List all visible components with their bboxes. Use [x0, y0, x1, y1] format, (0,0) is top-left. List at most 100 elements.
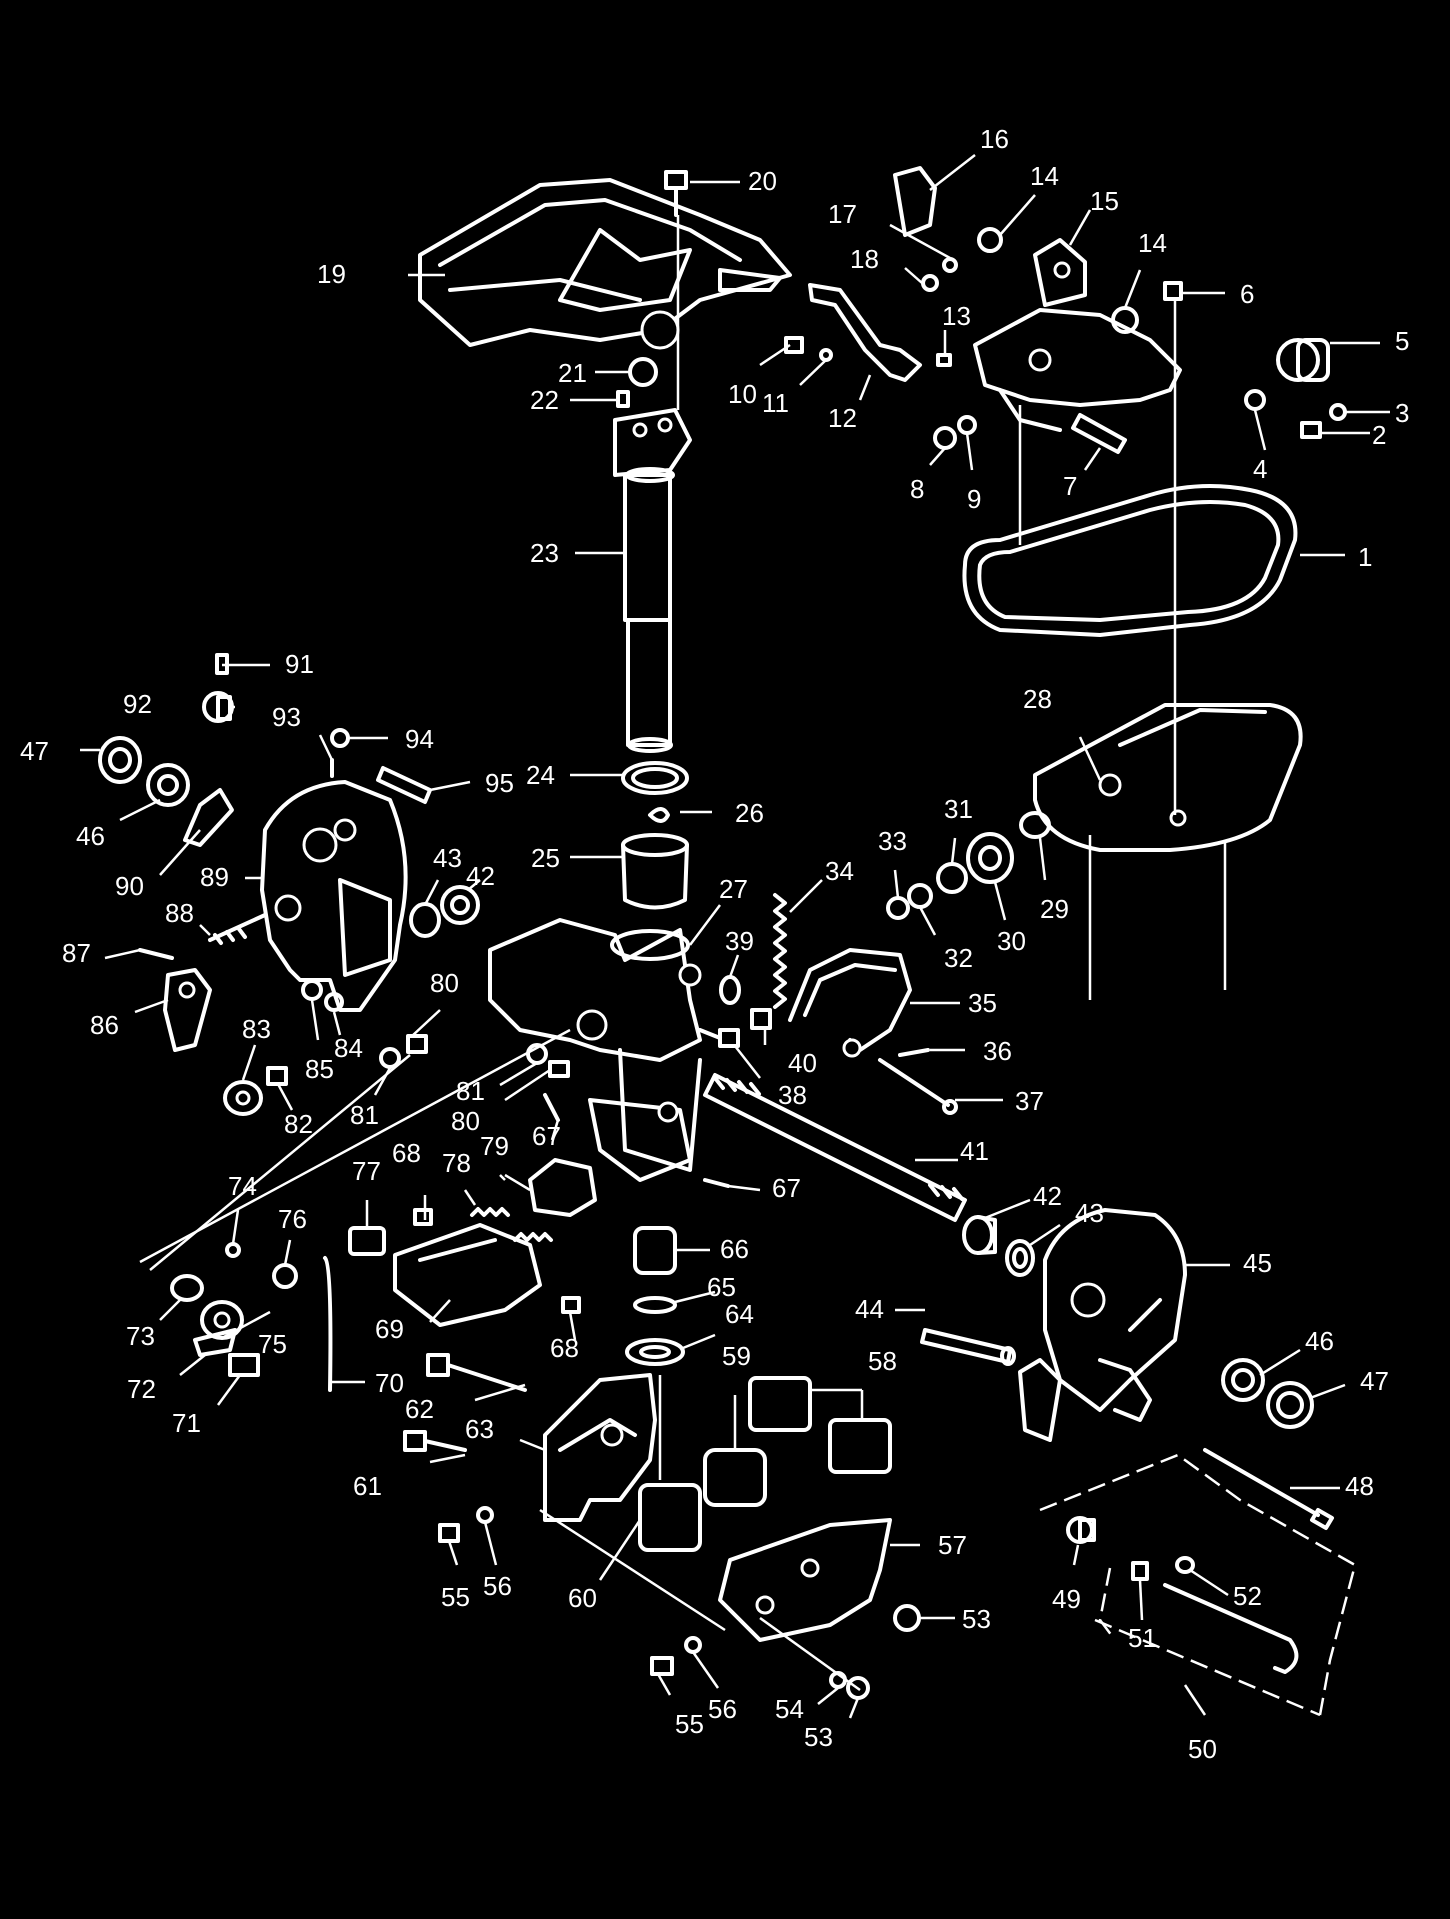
callout-30: 30 — [997, 926, 1026, 956]
kit-50 — [1039, 1453, 1357, 1717]
washer-11 — [819, 348, 833, 362]
callout-86: 86 — [90, 1010, 119, 1040]
callout-83: 83 — [242, 1014, 271, 1044]
knob-5 — [1276, 338, 1330, 382]
spring-78-a — [470, 1207, 510, 1217]
callout-5: 5 — [1395, 326, 1409, 356]
clamp-bracket-45 — [1018, 1208, 1187, 1442]
callout-10: 10 — [728, 379, 757, 409]
washer-56-b — [684, 1636, 702, 1654]
washer-43-right — [1005, 1239, 1035, 1277]
callout-74: 74 — [228, 1171, 257, 1201]
callout-2: 2 — [1372, 420, 1386, 450]
callout-94: 94 — [405, 724, 434, 754]
steering-column-23 — [613, 408, 692, 753]
washer-39 — [719, 975, 741, 1005]
callout-43l: 43 — [433, 843, 462, 873]
clamp-bracket-89 — [260, 780, 408, 1012]
bolt-48 — [1203, 1448, 1334, 1530]
bracket-90 — [183, 788, 234, 847]
bracket-housing — [973, 308, 1182, 432]
callout-34: 34 — [825, 856, 854, 886]
bushing-30 — [966, 832, 1014, 884]
callout-75: 75 — [258, 1329, 287, 1359]
callout-50: 50 — [1188, 1734, 1217, 1764]
callout-66: 66 — [720, 1234, 749, 1264]
swivel-63 — [543, 1373, 657, 1522]
callout-73: 73 — [126, 1321, 155, 1351]
bearing-47-left — [98, 736, 142, 784]
callout-23: 23 — [530, 538, 559, 568]
bushing-14-a — [977, 227, 1003, 253]
block-77 — [348, 1226, 386, 1256]
screw-68-b — [561, 1296, 581, 1314]
bushing-42-left — [440, 885, 480, 925]
screw-87 — [138, 948, 174, 960]
washer-56-a — [476, 1506, 494, 1524]
callout-40: 40 — [788, 1048, 817, 1078]
callout-77: 77 — [352, 1156, 381, 1186]
callout-58: 58 — [868, 1346, 897, 1376]
callout-39: 39 — [725, 926, 754, 956]
callout-44: 44 — [855, 1294, 884, 1324]
callout-79: 79 — [480, 1131, 509, 1161]
friction-lever-12 — [808, 283, 922, 382]
spring-73 — [170, 1274, 204, 1302]
pin-74 — [225, 1242, 241, 1258]
spring-34 — [773, 893, 787, 1009]
bushing-46-left — [146, 763, 190, 807]
gasket-1 — [962, 484, 1298, 637]
block-60 — [638, 1483, 702, 1552]
callout-93: 93 — [272, 702, 301, 732]
callout-1: 1 — [1358, 542, 1372, 572]
callout-11: 11 — [762, 388, 789, 418]
callout-56a: 56 — [483, 1571, 512, 1601]
callout-25: 25 — [531, 843, 560, 873]
callout-9: 9 — [967, 484, 981, 514]
screw-55-b — [650, 1656, 674, 1676]
callout-84: 84 — [334, 1033, 363, 1063]
part-51 — [1131, 1561, 1149, 1581]
callout-16: 16 — [980, 124, 1009, 154]
nut-84 — [324, 992, 344, 1012]
pin-13 — [936, 353, 952, 367]
screw-80-a — [406, 1034, 428, 1054]
callout-53a: 53 — [962, 1604, 991, 1634]
clip-29 — [1019, 811, 1051, 839]
callout-32: 32 — [944, 943, 973, 973]
callout-8: 8 — [910, 474, 924, 504]
pin-67-a — [543, 1093, 560, 1122]
callout-15: 15 — [1090, 186, 1119, 216]
swivel-bracket-27 — [488, 918, 702, 1182]
callout-68a: 68 — [392, 1138, 421, 1168]
callout-38: 38 — [778, 1080, 807, 1110]
pin-37 — [878, 1058, 958, 1115]
tiller-handle — [418, 178, 792, 350]
rod-70 — [323, 1256, 333, 1392]
pin-67-b — [703, 1178, 730, 1188]
callout-85: 85 — [305, 1054, 334, 1084]
pin-95 — [376, 766, 432, 804]
callout-labels: 1 2 3 4 5 6 7 8 9 10 11 12 13 14 14 15 1… — [20, 124, 1409, 1764]
bushing-25 — [621, 833, 689, 910]
callout-80b: 80 — [451, 1106, 480, 1136]
callout-62: 62 — [405, 1394, 434, 1424]
cap-16 — [893, 166, 937, 237]
callout-49: 49 — [1052, 1584, 1081, 1614]
bolt-88 — [208, 913, 267, 945]
oring-65 — [633, 1296, 677, 1314]
cover-57 — [718, 1518, 892, 1642]
plate-28 — [1033, 703, 1303, 852]
callout-70: 70 — [375, 1368, 404, 1398]
callout-42r: 42 — [1033, 1181, 1062, 1211]
tilt-tube-41 — [703, 1073, 967, 1222]
block-58-b — [828, 1418, 892, 1474]
bracket-35 — [788, 948, 912, 1058]
callout-4: 4 — [1253, 454, 1267, 484]
callout-72: 72 — [127, 1374, 156, 1404]
callout-69: 69 — [375, 1314, 404, 1344]
callout-78: 78 — [442, 1148, 471, 1178]
nut-94 — [330, 728, 350, 748]
callout-87: 87 — [62, 938, 91, 968]
